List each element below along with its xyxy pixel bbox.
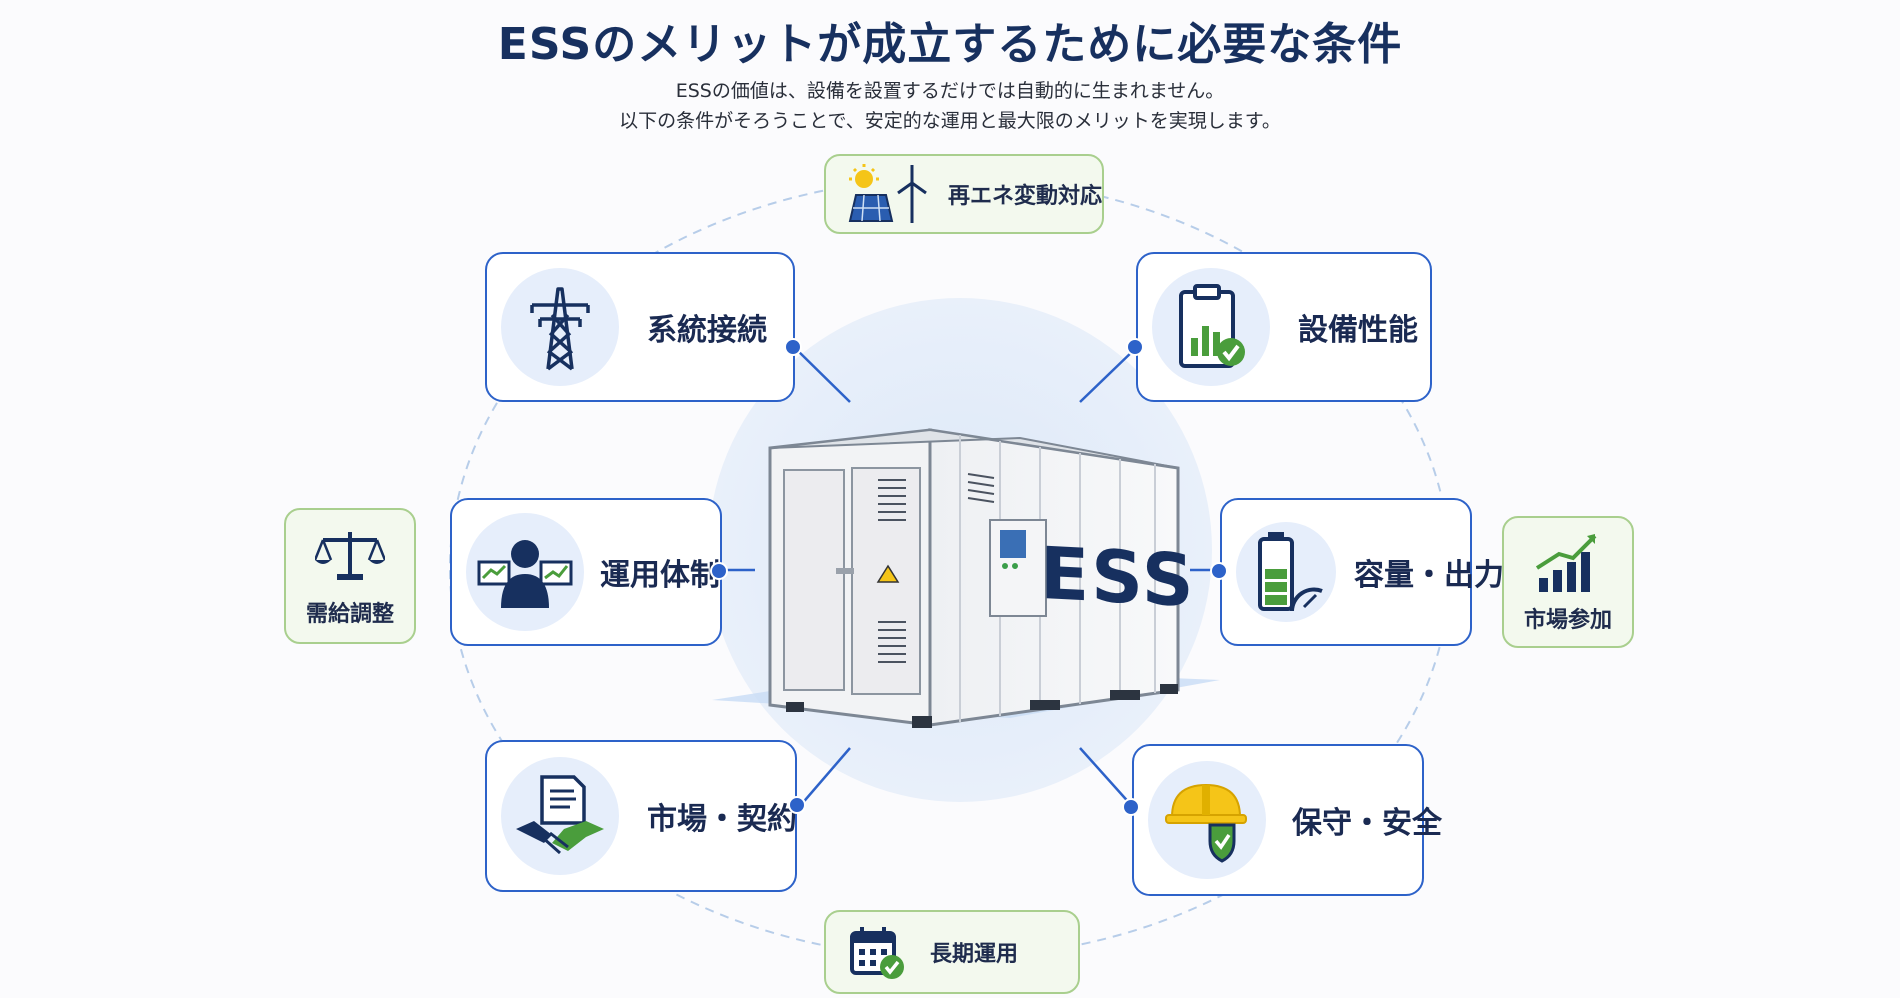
condition-card-safety: 保守・安全 <box>1132 744 1442 896</box>
connector-dot <box>1126 338 1144 356</box>
connector-dot <box>788 796 806 814</box>
factor-label-market-participation: 市場参加 <box>1523 608 1612 633</box>
condition-card-grid: 系統接続 <box>485 252 795 402</box>
factor-label-balancing: 需給調整 <box>305 602 394 627</box>
condition-label-equipment: 設備性能 <box>1298 313 1418 348</box>
scales-icon <box>286 528 414 588</box>
factor-card-market-participation: 市場参加 <box>1502 516 1634 648</box>
factor-label-renewable: 再エネ変動対応 <box>948 184 1103 209</box>
factor-card-balancing: 需給調整 <box>284 508 416 644</box>
factor-card-long-term: 長期運用 <box>824 910 1080 994</box>
connector-dot <box>1122 798 1140 816</box>
clipboard-chart-icon <box>1152 268 1270 386</box>
ess-container-label: ESS <box>1040 530 1196 624</box>
power-tower-icon <box>501 268 619 386</box>
condition-card-capacity: 容量・出力 <box>1220 498 1504 646</box>
calendar-check-icon <box>848 923 906 981</box>
connector-dot <box>784 338 802 356</box>
operator-monitor-icon <box>466 513 584 631</box>
condition-label-grid: 系統接続 <box>647 313 767 348</box>
connector-dot <box>710 562 728 580</box>
condition-card-market: 市場・契約 <box>485 740 797 892</box>
condition-label-operations: 運用体制 <box>600 558 720 593</box>
handshake-contract-icon <box>501 757 619 875</box>
condition-card-operations: 運用体制 <box>450 498 722 646</box>
page-title: ESSのメリットが成立するために必要な条件 <box>497 19 1403 70</box>
factor-card-renewable: 再エネ変動対応 <box>824 154 1104 234</box>
condition-label-market: 市場・契約 <box>647 802 797 837</box>
condition-label-capacity: 容量・出力 <box>1354 558 1504 593</box>
subtitle-line-1: ESSの価値は、設備を設置するだけでは自動的に生まれません。 <box>675 80 1225 102</box>
connector-dot <box>1210 562 1228 580</box>
solar-wind-icon <box>842 163 932 225</box>
condition-label-safety: 保守・安全 <box>1292 806 1442 841</box>
connector-lines <box>722 347 1220 807</box>
subtitle-line-2: 以下の条件がそろうことで、安定的な運用と最大限のメリットを実現します。 <box>619 110 1281 132</box>
ess-container <box>768 428 1180 728</box>
condition-card-equipment: 設備性能 <box>1136 252 1432 402</box>
factor-label-long-term: 長期運用 <box>930 942 1019 967</box>
growth-chart-icon <box>1504 532 1632 598</box>
battery-gauge-icon <box>1236 522 1336 622</box>
helmet-shield-icon <box>1148 761 1266 879</box>
